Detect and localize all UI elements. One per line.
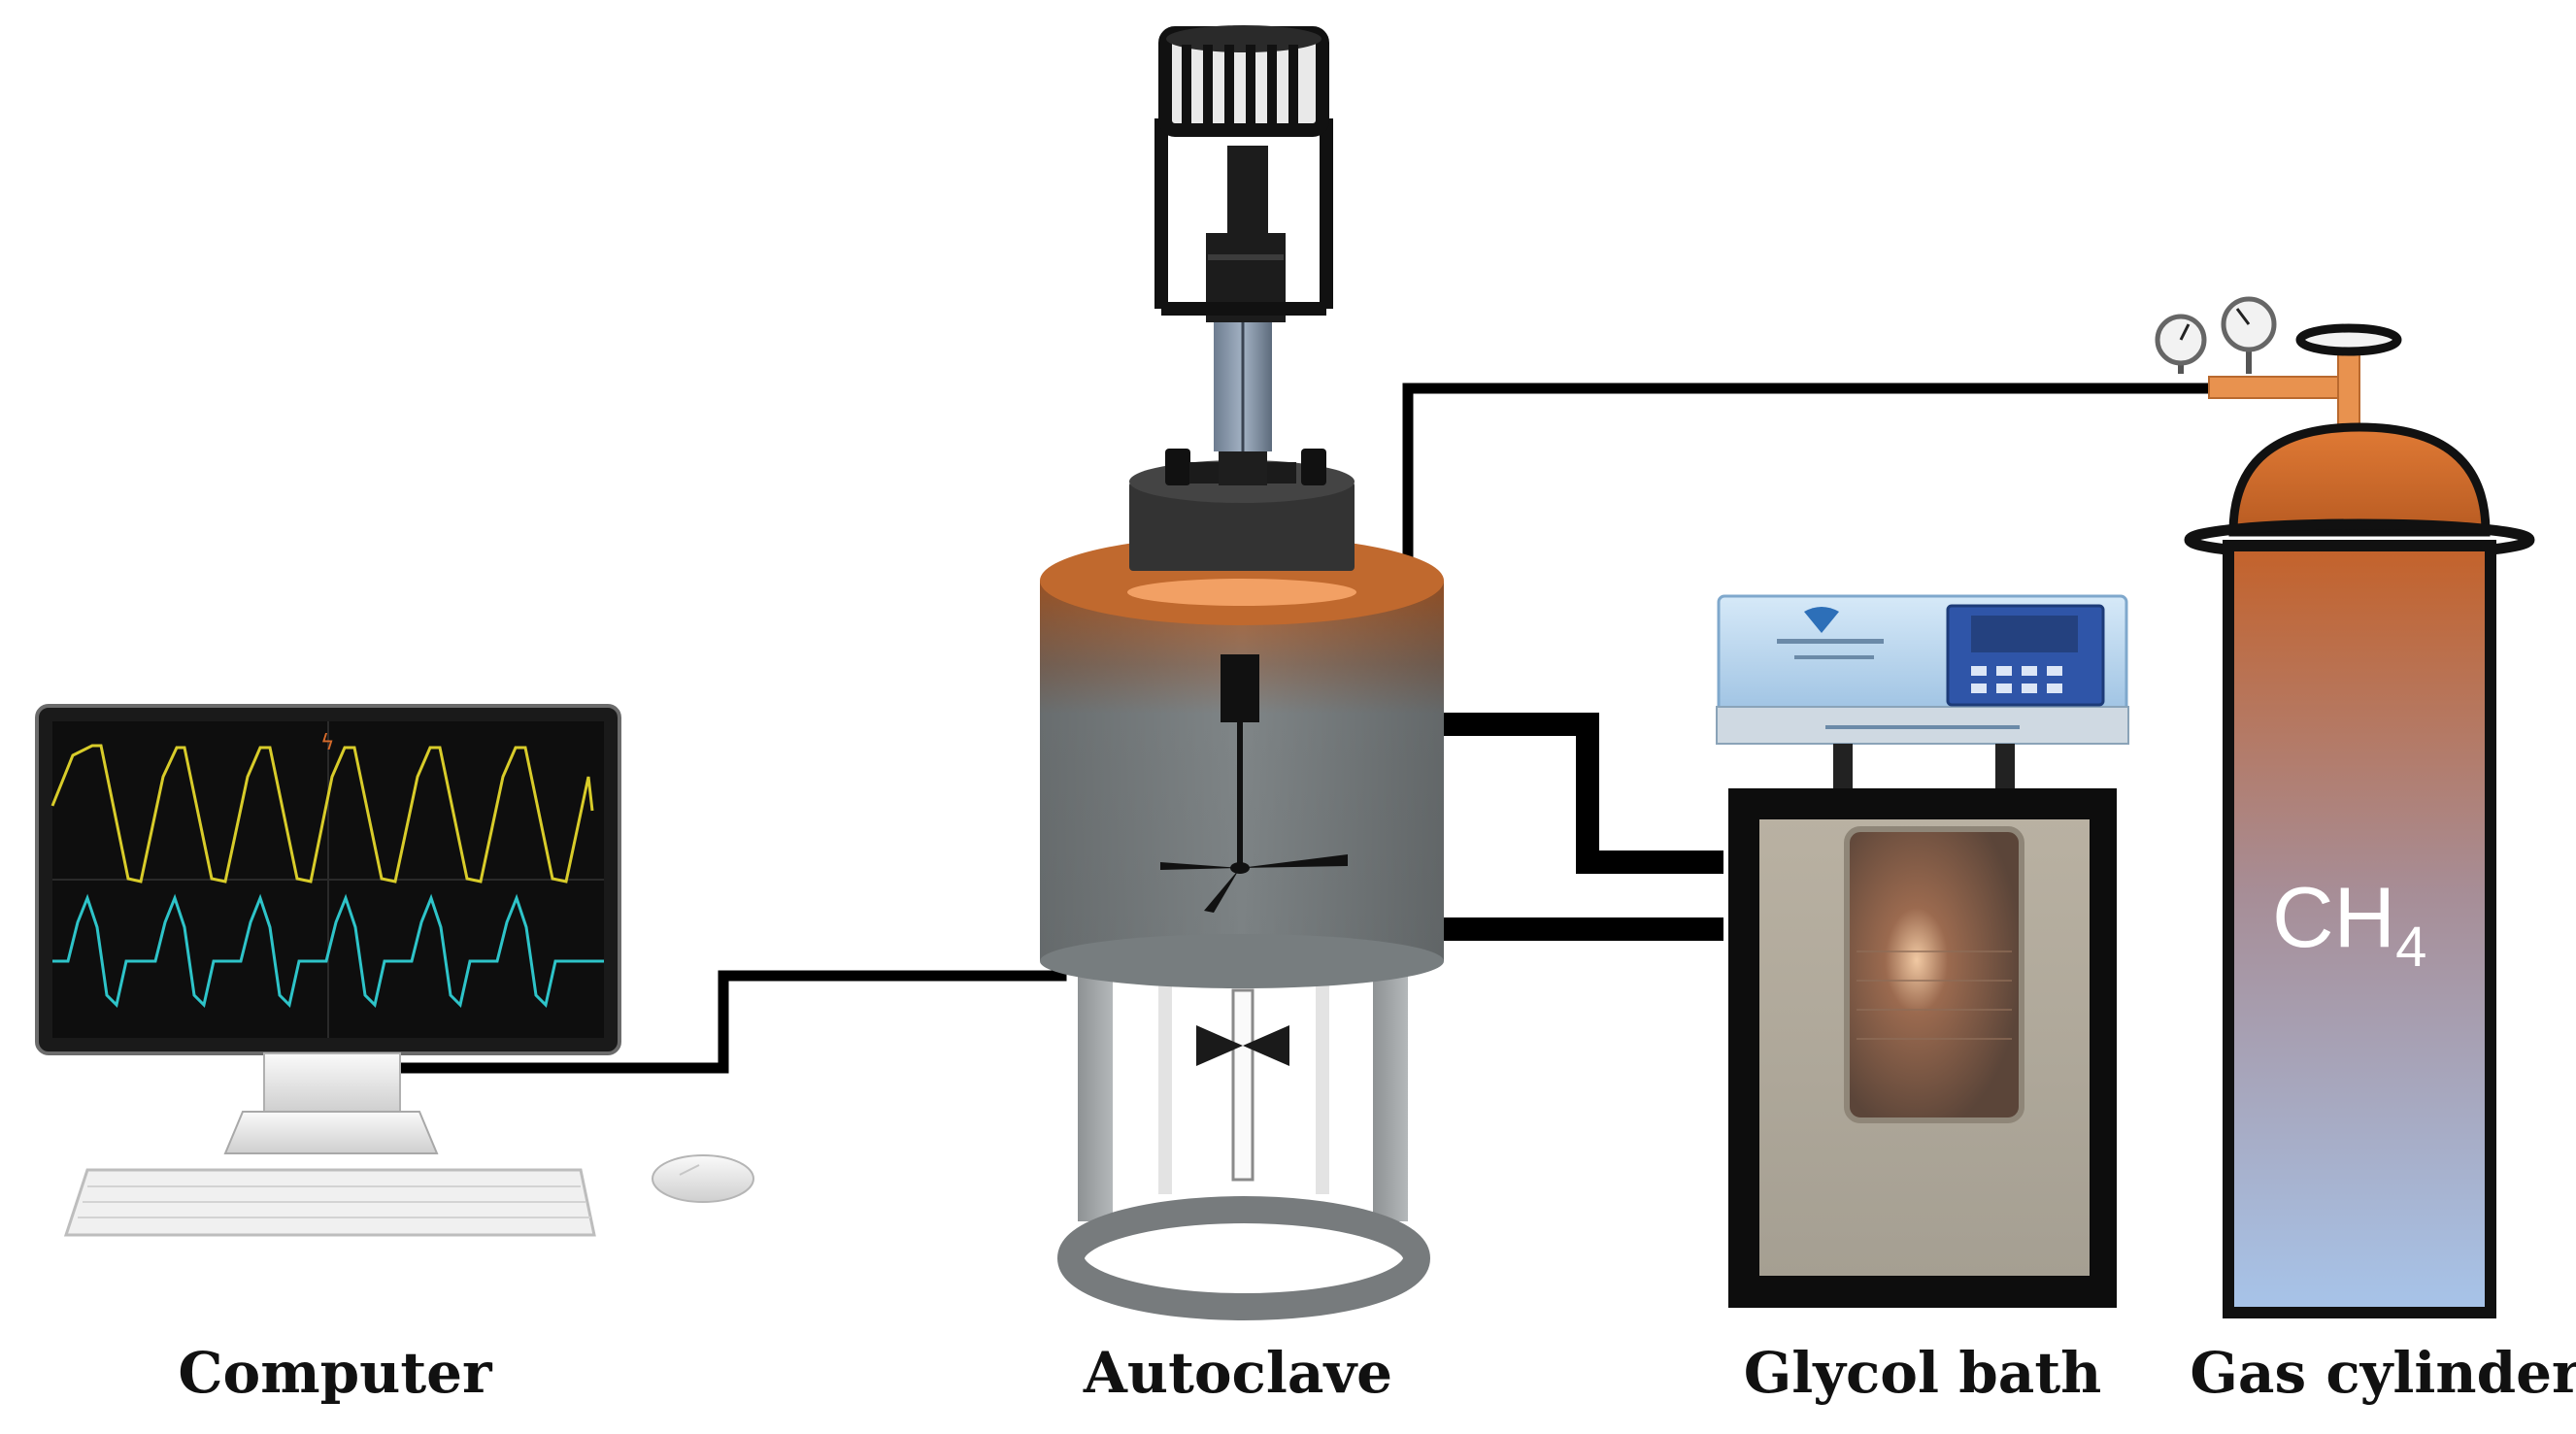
autoclave-lid [1129, 482, 1355, 571]
vessel-top-glow [1127, 579, 1356, 606]
monitor-neck [263, 1052, 401, 1113]
temperature-controller [1716, 594, 2129, 745]
computer-label: Computer [178, 1340, 492, 1406]
pressure-gauge-icon [2155, 296, 2277, 374]
cylinder-dome [2228, 422, 2491, 537]
drain-tube [1231, 988, 1255, 1182]
brand-logo [1804, 607, 1839, 633]
autoclave [1040, 25, 1444, 1320]
valve-icon [1196, 1025, 1289, 1066]
mouse [652, 1154, 754, 1203]
gas-formula: CH4 [2272, 869, 2426, 979]
impeller-icon [1160, 854, 1348, 913]
computer: ϟ [35, 704, 754, 1237]
stand-ring-base [1057, 1196, 1430, 1320]
gas-cylinder: CH4 [2155, 296, 2535, 1318]
stirrer-coupling [1219, 447, 1267, 485]
gas-formula-main: CH [2272, 869, 2395, 965]
cyan-signal-trace [52, 893, 604, 1008]
svg-text:ϟ: ϟ [320, 731, 335, 755]
gas-formula-subscript: 4 [2395, 916, 2426, 979]
glycol-bath [1716, 594, 2129, 1308]
bath-window [1844, 826, 2024, 1123]
impeller-motor [1221, 654, 1259, 722]
stand-leg-right [1373, 971, 1408, 1221]
gas-cylinder-label: Gas cylinder [2190, 1340, 2576, 1406]
valve-handwheel [2295, 323, 2402, 356]
stirrer-motor-icon [1154, 25, 1333, 322]
autoclave-label: Autoclave [1083, 1340, 1393, 1406]
yellow-signal-trace [50, 744, 594, 884]
gas-supply-line [1402, 383, 2214, 581]
glycol-bath-label: Glycol bath [1743, 1340, 2102, 1406]
glycol-line-upper [1444, 713, 1723, 874]
cylinder-body [2223, 540, 2496, 1318]
monitor-base [223, 1111, 439, 1154]
impeller-shaft [1237, 722, 1243, 868]
stand-leg-left [1078, 971, 1113, 1221]
vessel-bottom [1040, 934, 1444, 988]
regulator-pipe [2208, 376, 2358, 399]
